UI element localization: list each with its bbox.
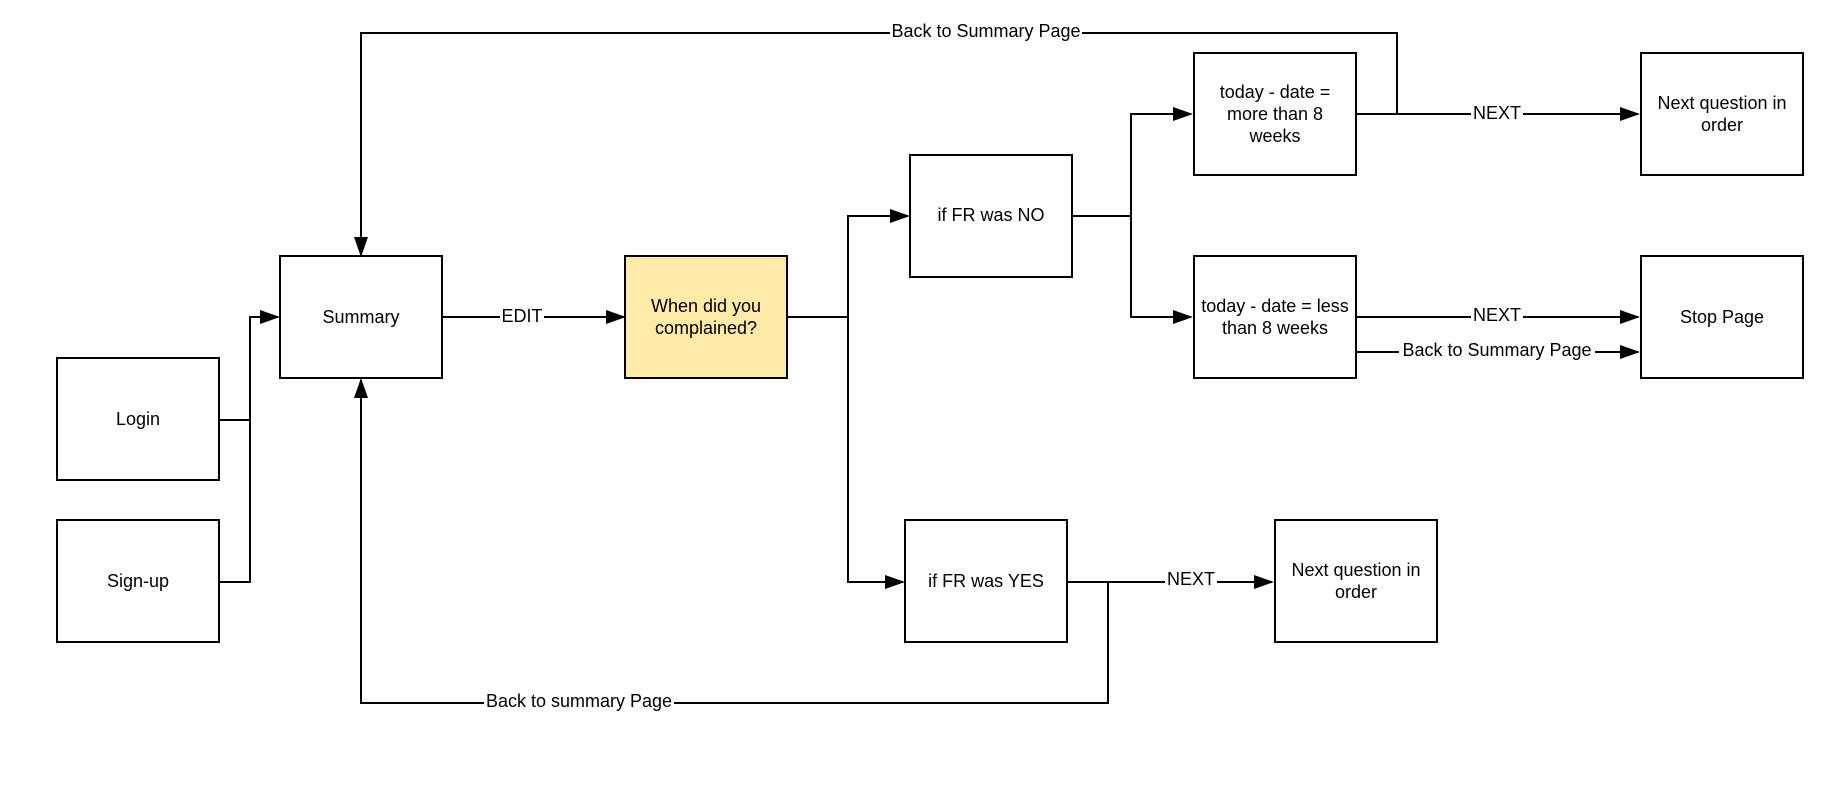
- node-fr-no-label: if FR was NO: [937, 205, 1044, 225]
- node-label-line: more than 8: [1227, 104, 1323, 124]
- node-label-line: than 8 weeks: [1222, 318, 1328, 338]
- node-label-line: order: [1701, 115, 1743, 135]
- edge-to-fr-yes: [847, 317, 905, 589]
- edge-to-more-than-8: [1130, 107, 1193, 216]
- label-back-top: Back to Summary Page: [891, 21, 1080, 41]
- node-label-line: Stop Page: [1680, 307, 1764, 327]
- edge-back-top: [354, 32, 1398, 257]
- node-label-line: Sign-up: [107, 571, 169, 591]
- node-summary-label: Summary: [322, 307, 399, 327]
- node-label-line: Next question in: [1291, 560, 1420, 580]
- edge-signup-summary: [219, 310, 280, 583]
- node-stop-page-label: Stop Page: [1680, 307, 1764, 327]
- node-label-line: if FR was NO: [937, 205, 1044, 225]
- label-next-top: NEXT: [1473, 103, 1521, 123]
- label-next-bottom: NEXT: [1167, 569, 1215, 589]
- label-back-bottom: Back to summary Page: [486, 691, 672, 711]
- node-summary[interactable]: Summary: [279, 255, 443, 379]
- label-next-middle: NEXT: [1473, 305, 1521, 325]
- edge-to-fr-no: [847, 209, 910, 317]
- node-label-line: today - date = less: [1201, 296, 1349, 316]
- node-label-line: Summary: [322, 307, 399, 327]
- node-login[interactable]: Login: [56, 357, 220, 481]
- node-label-line: complained?: [655, 318, 757, 338]
- edge-to-less-than-8: [1130, 216, 1193, 324]
- node-fr-yes-label: if FR was YES: [928, 571, 1044, 591]
- node-label-line: Next question in: [1657, 93, 1786, 113]
- label-edit: EDIT: [501, 306, 542, 326]
- node-fr-no[interactable]: if FR was NO: [909, 154, 1073, 278]
- node-label-line: When did you: [651, 296, 761, 316]
- edge-back-bottom: [354, 378, 1109, 704]
- label-back-middle: Back to Summary Page: [1402, 340, 1591, 360]
- node-label-line: Login: [116, 409, 160, 429]
- node-label-line: today - date =: [1220, 82, 1331, 102]
- node-login-label: Login: [116, 409, 160, 429]
- node-fr-yes[interactable]: if FR was YES: [904, 519, 1068, 643]
- node-signup[interactable]: Sign-up: [56, 519, 220, 643]
- node-label-line: weeks: [1248, 126, 1300, 146]
- node-label-line: if FR was YES: [928, 571, 1044, 591]
- node-label-line: order: [1335, 582, 1377, 602]
- node-signup-label: Sign-up: [107, 571, 169, 591]
- node-stop-page[interactable]: Stop Page: [1640, 255, 1804, 379]
